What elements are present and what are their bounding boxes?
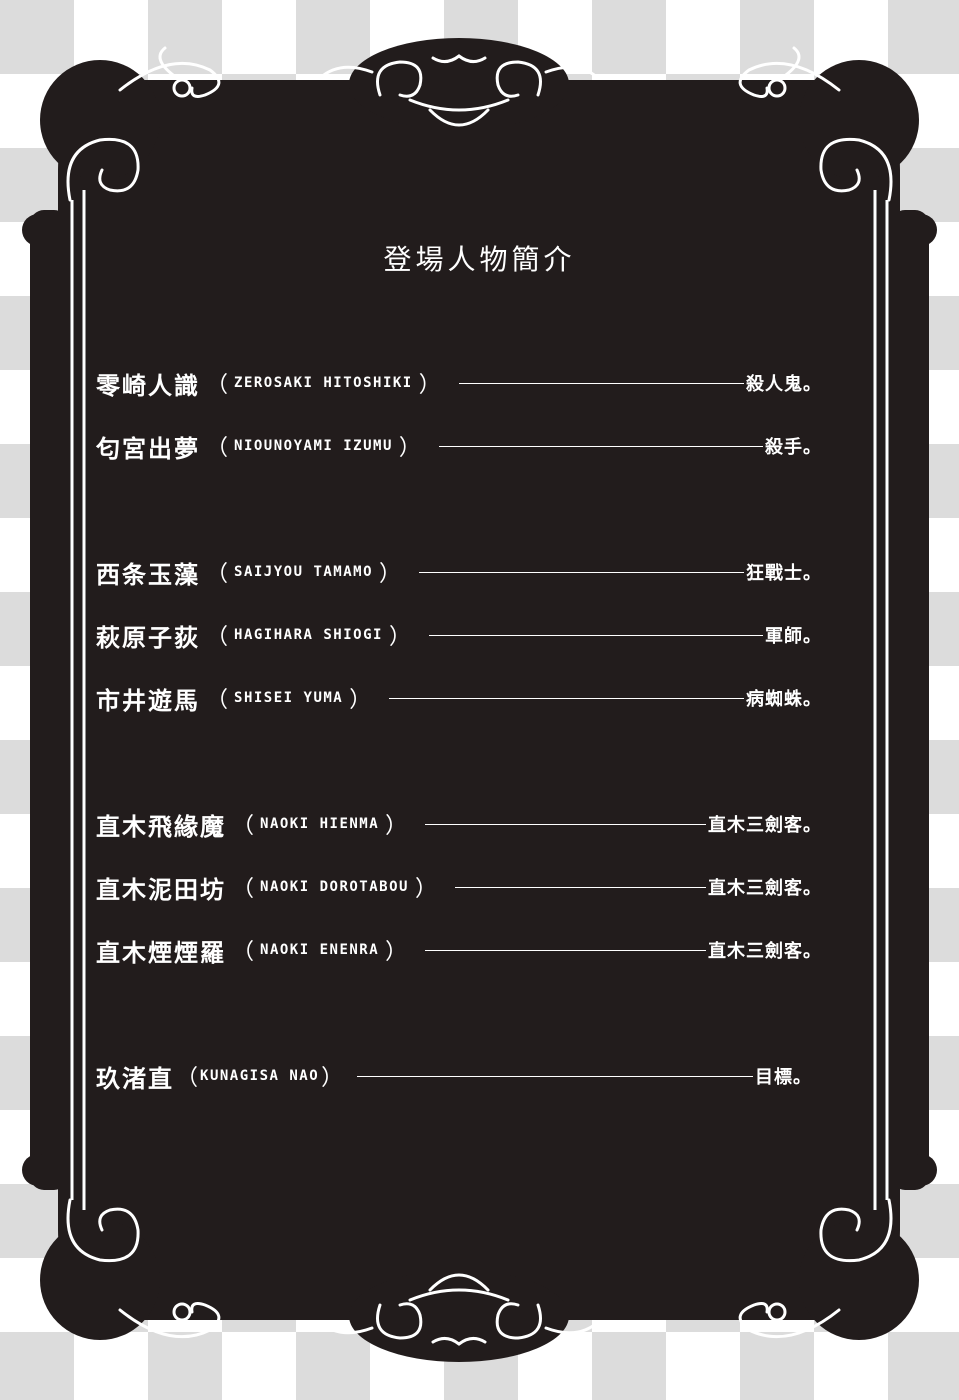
character-row: 直木泥田坊 （ NAOKI DOROTABOU ） 直木三劍客。 bbox=[96, 869, 822, 905]
character-row: 零崎人識 （ ZEROSAKI HITOSHIKI ） 殺人鬼。 bbox=[96, 365, 822, 401]
character-role: 直木三劍客。 bbox=[708, 815, 822, 836]
open-paren: （ bbox=[206, 625, 229, 650]
leader-line bbox=[357, 1075, 753, 1077]
character-romaji: KUNAGISA NAO bbox=[200, 1068, 320, 1084]
leader-line bbox=[458, 382, 744, 384]
character-role: 殺人鬼。 bbox=[746, 374, 822, 395]
page-title: 登場人物簡介 bbox=[383, 243, 576, 276]
character-romaji: SHISEI YUMA bbox=[234, 690, 344, 706]
character-row: 市井遊馬 （ SHISEI YUMA ） 病蜘蛛。 bbox=[96, 680, 822, 716]
close-paren: ） bbox=[385, 940, 408, 965]
close-paren: ） bbox=[321, 1066, 344, 1091]
open-paren: （ bbox=[176, 1066, 199, 1091]
leader-line bbox=[454, 886, 706, 888]
character-romaji: NAOKI DOROTABOU bbox=[260, 879, 409, 895]
character-romaji: HAGIHARA SHIOGI bbox=[234, 627, 383, 643]
character-row: 匂宮出夢 （ NIOUNOYAMI IZUMU ） 殺手。 bbox=[96, 428, 822, 464]
character-name: 市井遊馬 bbox=[96, 686, 200, 715]
character-romaji: SAIJYOU TAMAMO bbox=[234, 564, 374, 580]
open-paren: （ bbox=[232, 814, 255, 839]
character-romaji: ZEROSAKI HITOSHIKI bbox=[234, 375, 413, 391]
character-name: 零崎人識 bbox=[96, 371, 200, 400]
leader-line bbox=[419, 571, 744, 573]
character-romaji: NIOUNOYAMI IZUMU bbox=[234, 438, 393, 454]
open-paren: （ bbox=[206, 688, 229, 713]
character-row: 直木煙煙羅 （ NAOKI ENENRA ） 直木三劍客。 bbox=[96, 932, 822, 968]
open-paren: （ bbox=[206, 436, 229, 461]
character-romaji: NAOKI ENENRA bbox=[260, 942, 380, 958]
leader-line bbox=[425, 949, 706, 951]
open-paren: （ bbox=[206, 373, 229, 398]
open-paren: （ bbox=[206, 562, 229, 587]
character-row: 萩原子荻 （ HAGIHARA SHIOGI ） 軍師。 bbox=[96, 617, 822, 653]
character-name: 玖渚直 bbox=[96, 1064, 174, 1093]
character-row: 西条玉藻 （ SAIJYOU TAMAMO ） 狂戰士。 bbox=[96, 554, 822, 590]
character-name: 萩原子荻 bbox=[96, 623, 200, 652]
close-paren: ） bbox=[385, 814, 408, 839]
leader-line bbox=[428, 634, 763, 636]
character-role: 目標。 bbox=[755, 1067, 812, 1088]
leader-line bbox=[438, 445, 763, 447]
character-name: 西条玉藻 bbox=[96, 560, 200, 589]
character-role: 病蜘蛛。 bbox=[746, 689, 822, 710]
character-role: 直木三劍客。 bbox=[708, 878, 822, 899]
character-name: 直木飛緣魔 bbox=[96, 812, 226, 841]
leader-line bbox=[425, 823, 706, 825]
character-role: 直木三劍客。 bbox=[708, 941, 822, 962]
character-name: 直木煙煙羅 bbox=[96, 938, 226, 967]
leader-line bbox=[389, 697, 744, 699]
close-paren: ） bbox=[414, 877, 437, 902]
close-paren: ） bbox=[349, 688, 372, 713]
close-paren: ） bbox=[418, 373, 441, 398]
close-paren: ） bbox=[388, 625, 411, 650]
character-role: 狂戰士。 bbox=[746, 563, 822, 584]
character-row: 直木飛緣魔 （ NAOKI HIENMA ） 直木三劍客。 bbox=[96, 806, 822, 842]
close-paren: ） bbox=[398, 436, 421, 461]
character-row: 玖渚直 （ KUNAGISA NAO ） 目標。 bbox=[96, 1058, 812, 1094]
open-paren: （ bbox=[232, 940, 255, 965]
character-name: 匂宮出夢 bbox=[96, 434, 200, 463]
close-paren: ） bbox=[379, 562, 402, 587]
character-romaji: NAOKI HIENMA bbox=[260, 816, 380, 832]
character-role: 殺手。 bbox=[765, 437, 822, 458]
open-paren: （ bbox=[232, 877, 255, 902]
character-name: 直木泥田坊 bbox=[96, 875, 226, 904]
character-role: 軍師。 bbox=[765, 626, 822, 647]
